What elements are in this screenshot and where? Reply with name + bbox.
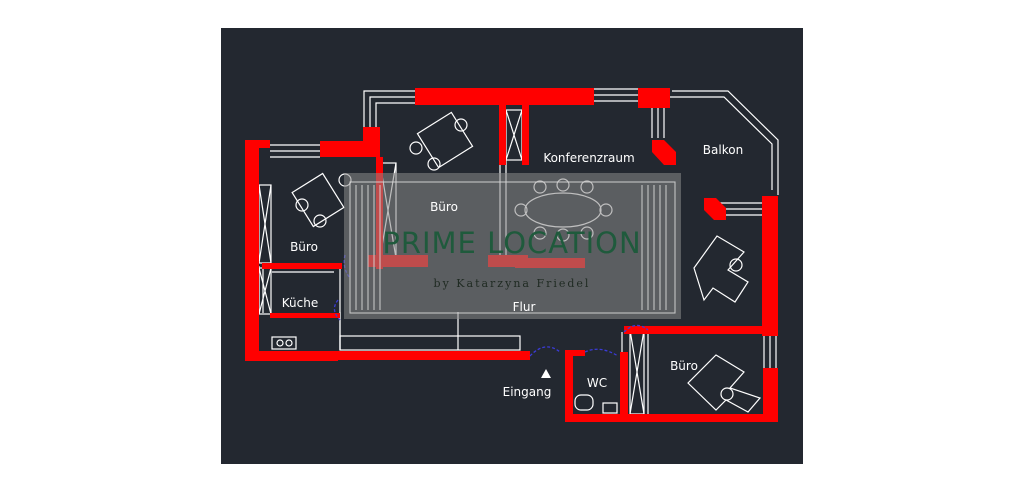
label-buero-bottom: Büro bbox=[670, 359, 698, 373]
room-labels: Büro Büro Konferenzraum Balkon Küche Flu… bbox=[282, 143, 743, 399]
label-balkon: Balkon bbox=[703, 143, 743, 157]
label-eingang: Eingang bbox=[503, 385, 552, 399]
watermark-subtitle: by Katarzyna Friedel bbox=[434, 277, 591, 290]
label-wc: WC bbox=[587, 376, 607, 390]
label-konferenzraum: Konferenzraum bbox=[543, 151, 634, 165]
watermark: PRIME LOCATION by Katarzyna Friedel bbox=[344, 173, 681, 319]
label-kueche: Küche bbox=[282, 296, 318, 310]
window-lines bbox=[258, 88, 779, 368]
label-flur: Flur bbox=[513, 300, 536, 314]
entrance-arrow-icon bbox=[541, 369, 551, 378]
label-buero-left: Büro bbox=[290, 240, 318, 254]
watermark-title: PRIME LOCATION bbox=[382, 226, 641, 260]
label-buero-top: Büro bbox=[430, 200, 458, 214]
